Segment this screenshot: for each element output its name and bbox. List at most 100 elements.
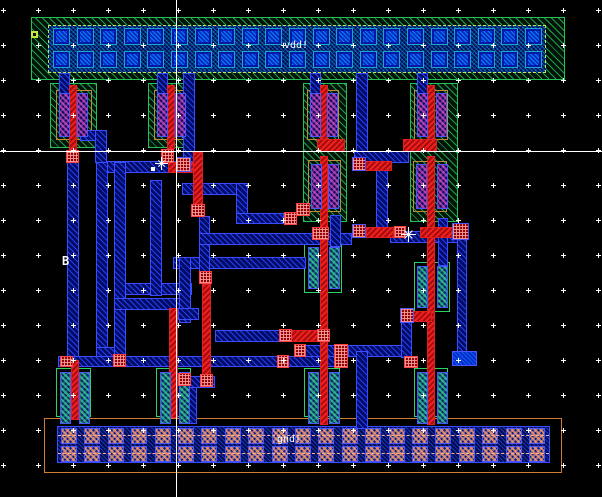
gnd-via[interactable]: [529, 428, 545, 444]
gnd-via[interactable]: [84, 446, 100, 462]
vdd-via[interactable]: [242, 51, 259, 68]
gnd-via[interactable]: [108, 428, 124, 444]
vdd-via[interactable]: [147, 28, 164, 45]
vdd-via[interactable]: [431, 28, 448, 45]
vdd-via[interactable]: [289, 28, 306, 45]
vdd-via[interactable]: [53, 51, 70, 68]
pmos3a-contact-bar[interactable]: [310, 93, 321, 137]
pmos1-contact-bar[interactable]: [77, 93, 88, 137]
metal1-wire[interactable]: [457, 237, 467, 354]
gnd-via[interactable]: [84, 428, 100, 444]
gnd-via[interactable]: [178, 428, 194, 444]
gnd-via[interactable]: [155, 428, 171, 444]
vdd-via[interactable]: [454, 28, 471, 45]
gnd-via[interactable]: [201, 446, 217, 462]
contact[interactable]: [452, 223, 469, 240]
vdd-via[interactable]: [525, 51, 542, 68]
gnd-via[interactable]: [365, 446, 381, 462]
vdd-via[interactable]: [53, 28, 70, 45]
metal1-wire[interactable]: [356, 351, 368, 429]
gnd-via[interactable]: [248, 446, 264, 462]
gnd-via[interactable]: [225, 446, 241, 462]
metal1-wire[interactable]: [114, 162, 126, 358]
gnd-via[interactable]: [272, 446, 288, 462]
gnd-via[interactable]: [295, 446, 311, 462]
contact[interactable]: [279, 329, 292, 342]
gnd-via[interactable]: [459, 428, 475, 444]
vdd-via[interactable]: [431, 51, 448, 68]
poly-wire[interactable]: [291, 330, 319, 342]
pmos1-gate-poly[interactable]: [69, 85, 77, 152]
nmos2-contact-bar[interactable]: [160, 372, 171, 424]
vdd-via[interactable]: [124, 28, 141, 45]
metal1-wire[interactable]: [150, 180, 162, 296]
gnd-via[interactable]: [342, 428, 358, 444]
vdd-via[interactable]: [525, 28, 542, 45]
nmos4-contact-bar[interactable]: [417, 372, 428, 424]
pmos2-contact-bar[interactable]: [157, 93, 168, 137]
contact[interactable]: [113, 354, 126, 367]
contact[interactable]: [191, 204, 205, 217]
vdd-via[interactable]: [360, 51, 377, 68]
nmos1-contact-bar[interactable]: [79, 372, 90, 424]
gnd-via[interactable]: [342, 446, 358, 462]
gnd-via[interactable]: [318, 446, 334, 462]
metal1-wire[interactable]: [173, 257, 306, 269]
vdd-via[interactable]: [383, 51, 400, 68]
pmos4a-contact-bar[interactable]: [436, 93, 447, 137]
gnd-via[interactable]: [389, 446, 405, 462]
vdd-via[interactable]: [77, 51, 94, 68]
gnd-via[interactable]: [482, 446, 498, 462]
pmos2-gate-poly[interactable]: [167, 85, 175, 149]
vdd-via[interactable]: [218, 28, 235, 45]
metal1-bus[interactable]: [58, 356, 338, 367]
vdd-via[interactable]: [77, 28, 94, 45]
vdd-via[interactable]: [313, 28, 330, 45]
contact[interactable]: [60, 356, 73, 367]
vdd-via[interactable]: [124, 51, 141, 68]
metal1-wire[interactable]: [215, 330, 280, 342]
port-label-b[interactable]: B: [62, 254, 70, 268]
gnd-via[interactable]: [459, 446, 475, 462]
vdd-via[interactable]: [289, 51, 306, 68]
metal1-wire[interactable]: [330, 215, 341, 247]
contact[interactable]: [352, 224, 366, 238]
vdd-via[interactable]: [478, 51, 495, 68]
gnd-via[interactable]: [435, 446, 451, 462]
vdd-via[interactable]: [100, 51, 117, 68]
gnd-guard-ring[interactable]: [44, 418, 562, 473]
vdd-via[interactable]: [383, 28, 400, 45]
vdd-via[interactable]: [195, 51, 212, 68]
label-star-icon[interactable]: [155, 157, 168, 170]
poly-column-4[interactable]: [427, 156, 435, 425]
gnd-via[interactable]: [506, 446, 522, 462]
contact[interactable]: [199, 271, 212, 284]
gnd-strip-dash[interactable]: [58, 435, 549, 436]
pmos3b-contact-bar[interactable]: [328, 164, 339, 209]
nmos-mid4-contact-bar[interactable]: [417, 266, 428, 308]
nmos2-contact-bar[interactable]: [179, 372, 190, 424]
gnd-via[interactable]: [225, 428, 241, 444]
vdd-via[interactable]: [478, 28, 495, 45]
pmos4a-contact-bar[interactable]: [417, 93, 428, 137]
metal1-wire[interactable]: [199, 233, 352, 245]
metal1-wire[interactable]: [236, 213, 284, 224]
pmos4b-contact-bar[interactable]: [416, 164, 427, 209]
vdd-via[interactable]: [265, 28, 282, 45]
nmos-mid3-contact-bar[interactable]: [329, 247, 340, 289]
vdd-via[interactable]: [171, 51, 188, 68]
vdd-via[interactable]: [454, 51, 471, 68]
contact[interactable]: [277, 355, 289, 368]
vdd-drop-wire[interactable]: [356, 73, 368, 163]
vdd-via[interactable]: [336, 28, 353, 45]
vdd-drop-wire[interactable]: [183, 73, 195, 162]
vdd-via[interactable]: [218, 51, 235, 68]
gnd-rail-label[interactable]: gnd!: [277, 434, 302, 445]
gnd-via[interactable]: [61, 428, 77, 444]
pmos4-gate-link[interactable]: [403, 139, 437, 152]
nmos3-contact-bar[interactable]: [329, 372, 340, 424]
vdd-via[interactable]: [100, 28, 117, 45]
poly-wire[interactable]: [202, 284, 211, 377]
pmos3a-contact-bar[interactable]: [327, 93, 338, 137]
metal1-wire[interactable]: [114, 298, 180, 310]
